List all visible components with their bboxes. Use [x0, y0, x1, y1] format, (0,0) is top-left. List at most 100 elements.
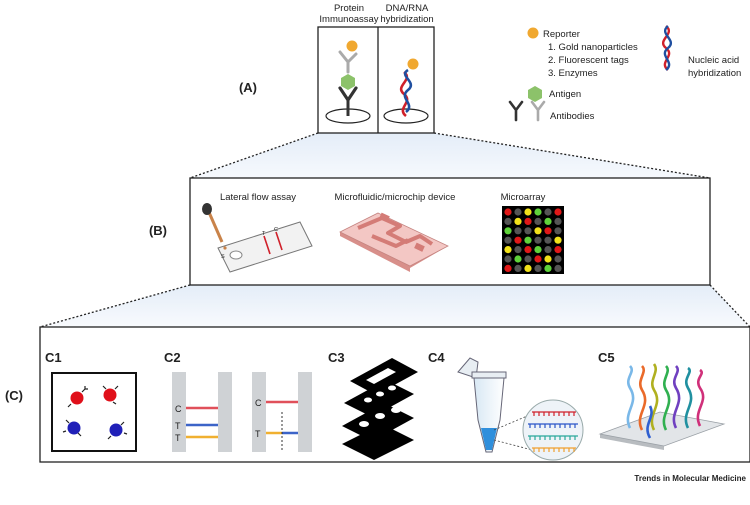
microarray-spot [534, 236, 542, 244]
c3-hole-3 [388, 385, 396, 391]
c1-bead-blue-2 [109, 423, 123, 437]
microarray-spot [534, 246, 542, 254]
immunoassay-title-line1: Protein [334, 3, 364, 14]
c1-bead-red-2 [103, 388, 117, 402]
microarray-spot [504, 236, 512, 244]
c3-hole-1 [364, 397, 372, 403]
reporter-dot-right [407, 58, 419, 70]
microarray-spot [554, 236, 562, 244]
legend-nucleic-red-strand [661, 25, 671, 71]
legend-nucleic-label-line2: hybridization [688, 68, 741, 79]
detection-antibody-icon [338, 50, 358, 74]
dna-strand-blue [403, 68, 413, 114]
zoom-line-left-a [189, 132, 319, 179]
microarray-spot [554, 255, 562, 263]
c5-strand-7 [696, 368, 705, 427]
immunoassay-title-line2: Immunoassay [319, 14, 378, 25]
panel-b: (B) Lateral flow assay T C S Microfluidi… [149, 177, 711, 286]
microarray-spot [504, 264, 512, 272]
zoom-line-1 [493, 413, 533, 431]
c5-strand-5 [672, 365, 681, 429]
microarray-spot [524, 246, 532, 254]
c5-strand-2 [638, 365, 647, 431]
c2-strip-b-left [252, 372, 266, 452]
microfluidic-illustration [339, 212, 449, 272]
c1-bead-blue-1 [67, 421, 81, 435]
panel-a: (A) Protein Immunoassay DNA/RNA hybridiz… [239, 3, 741, 134]
microarray-spot [544, 236, 552, 244]
legend-antigen-icon [528, 86, 542, 102]
lateral-flow-cassette [217, 221, 313, 273]
zoom-line-right-a [433, 132, 711, 179]
c5-strand-3 [650, 363, 659, 431]
c1-frame [51, 372, 137, 452]
panel-b-label: (B) [149, 223, 167, 238]
c3-label: C3 [328, 350, 345, 365]
hybrid-row-blue [528, 423, 578, 428]
microarray-spot [504, 217, 512, 225]
microarray-spot [554, 227, 562, 235]
dropper-bulb [202, 203, 212, 215]
lateral-letter-s: S [221, 254, 225, 260]
tube-rim [471, 371, 507, 379]
microarray-spot [524, 264, 532, 272]
antigen-icon [341, 74, 355, 90]
panel-c-label: (C) [5, 388, 23, 403]
c5-strand-1 [626, 365, 635, 429]
microarray-spot [514, 217, 522, 225]
drop [223, 246, 227, 250]
microarray-spot [504, 208, 512, 216]
tube-body [473, 377, 505, 453]
chip-chamber-1 [379, 212, 390, 222]
microarray-spot [534, 208, 542, 216]
lateral-flow-illustration: T C S [202, 203, 313, 273]
lateral-letter-t: T [262, 231, 266, 237]
legend-reporter-label: Reporter [543, 29, 580, 40]
c3-layer-1-slot [366, 368, 396, 384]
c1-bead-red-1 [70, 391, 84, 405]
microarray-spot [544, 227, 552, 235]
surface-ellipse-right [383, 108, 429, 124]
zoom-line-right-b [709, 284, 750, 328]
c3-hole-2 [376, 391, 384, 397]
c2-letter-c-a: C [175, 404, 182, 414]
c2-label: C2 [164, 350, 181, 365]
hybrid-row-teal [528, 435, 578, 440]
legend-reporter-item-2: 2. Fluorescent tags [548, 55, 629, 66]
c1-label: C1 [45, 350, 62, 365]
microarray-spot [524, 217, 532, 225]
c2-letter-t-a2: T [175, 433, 181, 443]
legend: Reporter 1. Gold nanoparticles 2. Fluore… [508, 25, 741, 122]
microarray-spot [554, 246, 562, 254]
hybrid-row-red [532, 411, 576, 416]
lateral-letter-c: C [274, 227, 278, 233]
legend-reporter-item-3: 3. Enzymes [548, 68, 598, 79]
c3-illustration [342, 358, 418, 460]
microarray-spot [514, 264, 522, 272]
legend-antigen-label: Antigen [549, 89, 581, 100]
legend-reporter-item-1: 1. Gold nanoparticles [548, 42, 638, 53]
footer-credit: Trends in Molecular Medicine [634, 474, 746, 483]
panel-a-box [317, 26, 435, 134]
microarray-spot [514, 227, 522, 235]
c2-strip-a-left [172, 372, 186, 452]
chip-chamber-2 [414, 242, 425, 252]
microarray-illustration [502, 206, 564, 274]
microarray-spot [504, 227, 512, 235]
microarray-spot [554, 208, 562, 216]
lateral-flow-title: Lateral flow assay [220, 192, 296, 203]
legend-antibodies-label: Antibodies [550, 111, 595, 122]
legend-antibody-dark-icon [508, 100, 524, 122]
microarray-spot [504, 255, 512, 263]
c2-strip-b-right [298, 372, 312, 452]
microarray-spot [544, 208, 552, 216]
microarray-spot [514, 246, 522, 254]
reporter-dot-left [346, 40, 358, 52]
test-line-t [263, 235, 271, 255]
microarray-spot [524, 236, 532, 244]
microarray-spot [544, 246, 552, 254]
microarray-spot [534, 255, 542, 263]
hybrid-row-orange [532, 447, 576, 452]
c3-hole-5 [375, 413, 385, 419]
